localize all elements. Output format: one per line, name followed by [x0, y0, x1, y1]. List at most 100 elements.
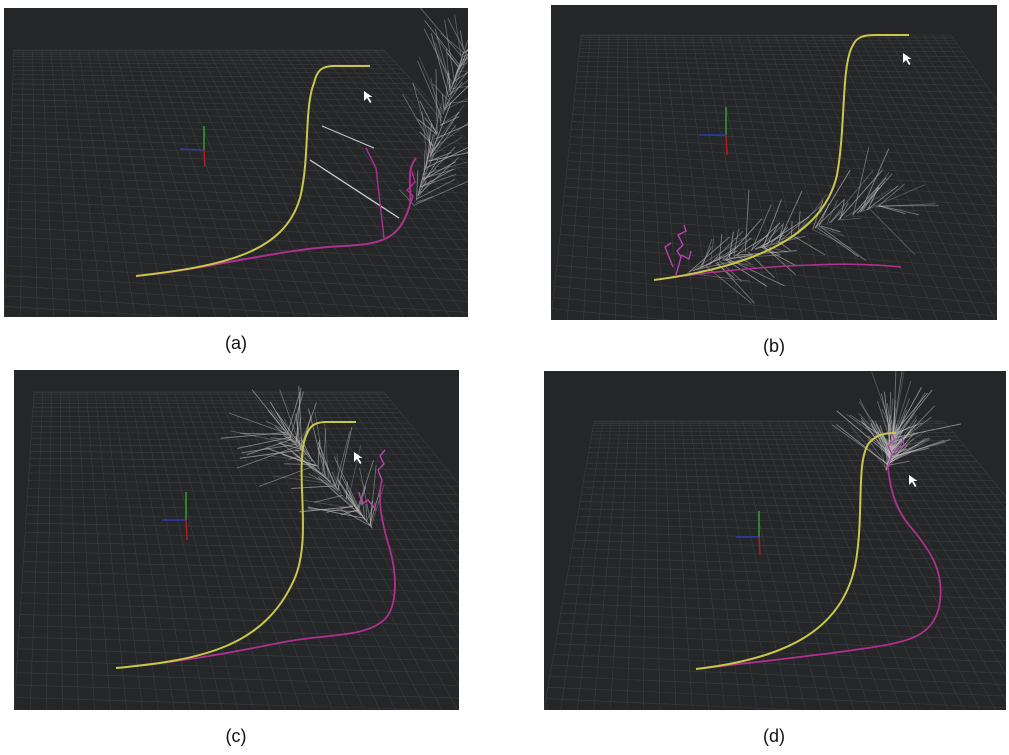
planned-path [695, 432, 897, 670]
tree-branch [340, 509, 357, 516]
tree-branch [819, 225, 867, 262]
panel-caption: (c) [225, 726, 247, 746]
tree-branch [889, 392, 926, 451]
coordinate-axes-icon [162, 492, 188, 541]
tree-branch [792, 235, 826, 256]
tree-branch [837, 217, 862, 221]
tree-branch [860, 148, 890, 213]
tree-branch [417, 180, 427, 196]
tree-branch [451, 85, 468, 90]
tree-branch [266, 420, 285, 431]
tree-branch [759, 224, 783, 248]
tree-branch [893, 371, 897, 434]
tree-branch [283, 418, 296, 443]
executed-path [115, 479, 396, 669]
tree-branch [435, 123, 468, 140]
tree-branch [724, 259, 759, 269]
tree-branch [444, 97, 468, 111]
tree-branch [766, 225, 778, 246]
tree-branch [699, 247, 712, 269]
panel-caption: (a) [225, 333, 247, 353]
tree-branch [892, 387, 922, 441]
tree-branch [369, 464, 377, 526]
tree-branch [359, 467, 373, 528]
tree-branch [434, 28, 452, 89]
connection-line [321, 125, 375, 149]
coordinate-axes-icon [736, 511, 761, 556]
tree-branch [365, 503, 368, 523]
tree-branch [892, 423, 962, 439]
tree-branch [719, 260, 743, 282]
tree-branch [875, 423, 891, 453]
tree-branches [399, 8, 468, 207]
tree-branch [265, 447, 317, 467]
tree-branch [317, 447, 339, 490]
tree-branch [891, 432, 919, 443]
tree-branch [460, 58, 468, 61]
tree-branch [418, 56, 444, 114]
tree-branch [424, 20, 460, 65]
tree-branch [887, 438, 931, 464]
tree-branch [887, 437, 927, 466]
tree-branch [890, 416, 932, 449]
tree-branch [763, 199, 782, 247]
tree-branch [692, 250, 738, 272]
tree-branch [744, 190, 750, 253]
executed-path-branch [365, 147, 416, 239]
tree-branch [421, 111, 429, 165]
tree-branch [265, 455, 312, 462]
tree-branch [814, 199, 845, 229]
tree-branch [777, 240, 791, 251]
executed-path-branch [887, 431, 905, 467]
tree-branch [888, 444, 917, 458]
tree-branch [430, 78, 442, 122]
viewport-3d-b[interactable] [551, 5, 997, 320]
tree-branch [887, 460, 910, 466]
tree-branch [875, 203, 936, 208]
tree-branch [259, 464, 316, 487]
tree-branch [858, 412, 892, 448]
tree-branch [308, 408, 326, 476]
tree-branch [308, 508, 358, 513]
executed-path-branch [358, 449, 386, 511]
tree-branch [424, 161, 468, 175]
tree-branch [448, 72, 451, 93]
tree-branch [448, 72, 468, 96]
tree-branch [422, 153, 435, 180]
tree-branch [419, 131, 434, 147]
tree-branch [736, 237, 751, 256]
tree-branch [453, 71, 468, 83]
tree-branch [241, 443, 297, 454]
tree-branch [444, 19, 455, 80]
tree-branch [435, 42, 452, 91]
viewport-3d-c[interactable] [14, 370, 459, 710]
tree-branch [797, 211, 801, 234]
tree-branch [866, 185, 899, 211]
tree-branch [269, 401, 292, 439]
mouse-pointer-icon [364, 91, 373, 103]
tree-branch [762, 216, 810, 247]
tree-branch [893, 422, 923, 435]
viewport-3d-d[interactable] [544, 371, 1006, 710]
tree-branch [890, 440, 925, 450]
tree-branch [411, 83, 442, 121]
tree-branch [432, 83, 449, 101]
tree-branch [454, 14, 462, 58]
tree-branch [356, 460, 374, 512]
tree-branch [430, 33, 450, 98]
tree-branch [440, 33, 464, 53]
tree-branch [849, 414, 893, 444]
tree-branch [850, 426, 887, 469]
viewport-3d-a[interactable] [4, 8, 468, 317]
connection-line [309, 159, 400, 219]
tree-branch [357, 485, 367, 513]
tree-branch [420, 173, 457, 188]
scene-d [544, 371, 1006, 710]
tree-branch [869, 208, 916, 255]
tree-branch [270, 437, 293, 441]
tree-branch [871, 371, 895, 435]
tree-branch [878, 435, 887, 471]
panel-caption: (d) [763, 726, 785, 746]
tree-branch [733, 234, 769, 257]
tree-branch [279, 441, 329, 479]
